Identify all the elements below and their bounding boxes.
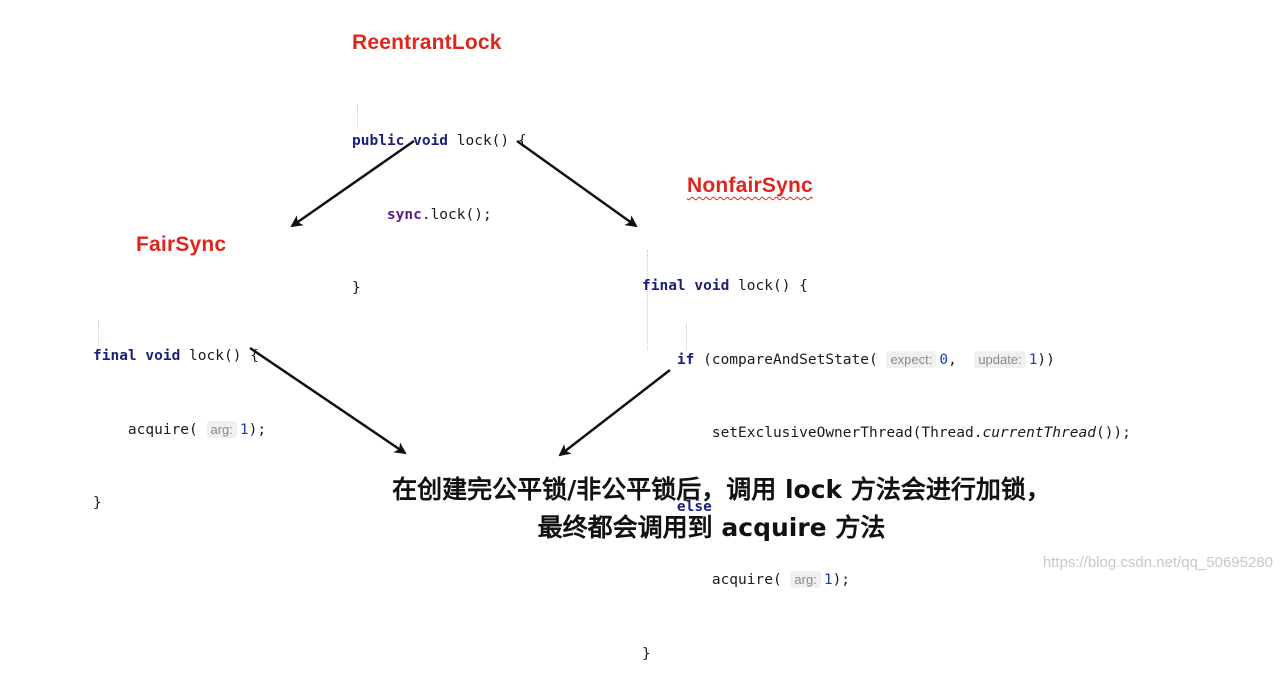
code-text: lock() { bbox=[448, 133, 527, 149]
number-literal: 1 bbox=[823, 572, 833, 588]
nonfairsync-title: NonfairSync bbox=[687, 174, 813, 197]
keyword: final void bbox=[93, 348, 181, 364]
param-hint: arg: bbox=[206, 420, 237, 438]
code-line: final void lock() { bbox=[642, 274, 1131, 299]
code-line: if (compareAndSetState( expect:0, update… bbox=[642, 348, 1131, 373]
nonfairsync-code-block: final void lock() { if (compareAndSetSta… bbox=[642, 225, 1131, 691]
arrow-reentrant-to-fair bbox=[290, 139, 415, 228]
code-text: lock() { bbox=[729, 278, 808, 294]
code-text: ); bbox=[248, 421, 267, 438]
code-line: setExclusiveOwnerThread(Thread.currentTh… bbox=[642, 421, 1131, 446]
code-line: final void lock() { bbox=[93, 344, 266, 369]
keyword: else bbox=[676, 498, 712, 515]
method-name: currentThread bbox=[982, 425, 1096, 441]
code-text: acquire( bbox=[127, 421, 198, 438]
code-line: } bbox=[642, 642, 1131, 667]
code-text: setExclusiveOwnerThread(Thread. bbox=[711, 425, 983, 441]
indent-guide bbox=[647, 250, 648, 350]
code-text: (compareAndSetState( bbox=[694, 351, 878, 368]
indent-guide bbox=[357, 104, 358, 130]
keyword: if bbox=[676, 351, 695, 368]
keyword: public void bbox=[352, 133, 449, 149]
code-line: else bbox=[642, 495, 1131, 520]
keyword: final void bbox=[642, 278, 730, 294]
code-text: , bbox=[948, 351, 957, 368]
code-line: } bbox=[93, 491, 266, 516]
number-literal: 1 bbox=[239, 421, 249, 438]
indent-guide bbox=[98, 320, 99, 346]
code-text: } bbox=[642, 645, 651, 662]
caption-line-2: 最终都会调用到 acquire 方法 bbox=[537, 513, 886, 542]
arrow-reentrant-to-nonfair bbox=[516, 139, 638, 228]
code-line: sync.lock(); bbox=[352, 203, 527, 228]
watermark: https://blog.csdn.net/qq_50695280 bbox=[1042, 554, 1273, 571]
code-text: )) bbox=[1037, 351, 1055, 368]
code-text: } bbox=[352, 280, 361, 296]
code-line: } bbox=[352, 276, 527, 301]
code-text: .lock(); bbox=[421, 206, 492, 223]
arrow-fair-to-caption bbox=[249, 346, 407, 455]
indent-guide bbox=[686, 324, 687, 350]
caption-line-1: 在创建完公平锁/非公平锁后，调用 lock 方法会进行加锁， bbox=[392, 475, 1051, 504]
field-name: sync bbox=[386, 206, 422, 223]
arrow-nonfair-to-caption bbox=[558, 369, 671, 457]
code-text: lock() { bbox=[180, 348, 259, 364]
number-literal: 0 bbox=[939, 351, 949, 368]
reentrantlock-code-block: public void lock() { sync.lock(); } bbox=[352, 80, 527, 325]
param-hint: expect: bbox=[886, 350, 937, 368]
code-line: public void lock() { bbox=[352, 129, 527, 154]
fairsync-title: FairSync bbox=[136, 233, 227, 256]
code-text: } bbox=[93, 495, 102, 511]
number-literal: 1 bbox=[1028, 351, 1038, 368]
fairsync-code-block: final void lock() { acquire( arg:1); } bbox=[93, 295, 266, 540]
param-hint: update: bbox=[974, 350, 1026, 368]
code-line: acquire( arg:1); bbox=[93, 418, 266, 443]
code-text: ()); bbox=[1095, 425, 1131, 441]
reentrantlock-title: ReentrantLock bbox=[352, 31, 502, 54]
arrows-layer bbox=[249, 139, 671, 457]
